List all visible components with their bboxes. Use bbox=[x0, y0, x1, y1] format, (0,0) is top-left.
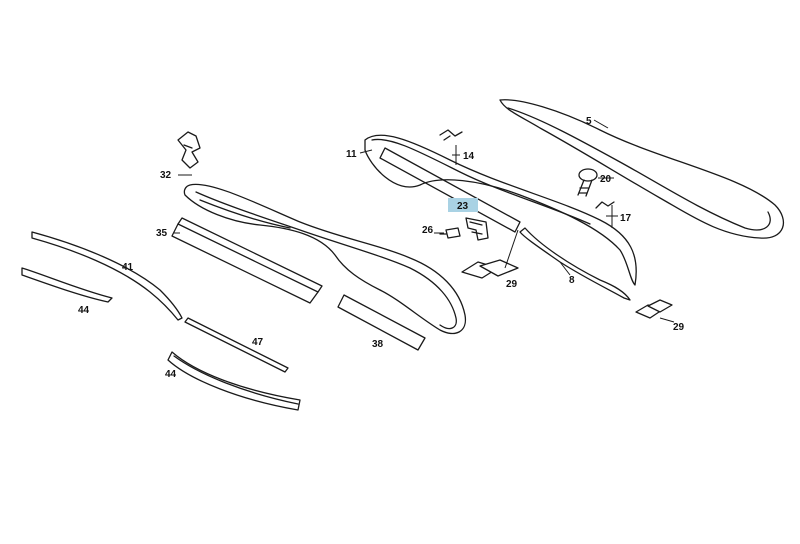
part-8-strip[interactable] bbox=[519, 227, 631, 301]
callout-20: 20 bbox=[600, 174, 612, 185]
part-41-molding[interactable] bbox=[31, 231, 183, 321]
leader-lines bbox=[174, 119, 675, 323]
part-44-molding-lower[interactable] bbox=[167, 351, 301, 411]
part-17-clip[interactable] bbox=[595, 201, 615, 209]
callout-23-highlight bbox=[448, 198, 478, 212]
part-11-seal[interactable] bbox=[364, 134, 637, 286]
callout-44-upper: 44 bbox=[78, 305, 90, 316]
part-14-clip[interactable] bbox=[439, 129, 463, 141]
callout-8: 8 bbox=[569, 275, 575, 286]
callout-41: 41 bbox=[122, 262, 134, 273]
callout-17: 17 bbox=[620, 213, 632, 224]
part-5-seal[interactable] bbox=[499, 99, 784, 239]
callout-14: 14 bbox=[463, 151, 475, 162]
callout-11: 11 bbox=[346, 149, 357, 160]
part-38-strip[interactable] bbox=[337, 294, 426, 351]
part-29-bracket-right[interactable] bbox=[635, 299, 673, 319]
part-23-bracket[interactable] bbox=[465, 217, 489, 241]
part-26-bolt[interactable] bbox=[439, 227, 461, 239]
part-47-molding[interactable] bbox=[184, 317, 289, 373]
callout-47: 47 bbox=[252, 337, 264, 348]
callout-29-center: 29 bbox=[506, 279, 518, 290]
part-35-strip[interactable] bbox=[171, 217, 323, 304]
callout-23[interactable]: 23 bbox=[457, 201, 469, 212]
callout-35: 35 bbox=[156, 228, 168, 239]
part-20-screw[interactable] bbox=[577, 168, 598, 197]
part-32-seal-loop[interactable] bbox=[183, 183, 467, 335]
part-32-clip[interactable] bbox=[177, 131, 201, 169]
callout-32: 32 bbox=[160, 170, 172, 181]
callout-5: 5 bbox=[586, 116, 592, 127]
part-44-molding-upper[interactable] bbox=[21, 267, 113, 303]
callout-29-right: 29 bbox=[673, 322, 685, 333]
callout-38: 38 bbox=[372, 339, 384, 350]
part-29-bracket-center[interactable] bbox=[461, 259, 519, 279]
callout-26: 26 bbox=[422, 225, 434, 236]
callout-44-lower: 44 bbox=[165, 369, 177, 380]
